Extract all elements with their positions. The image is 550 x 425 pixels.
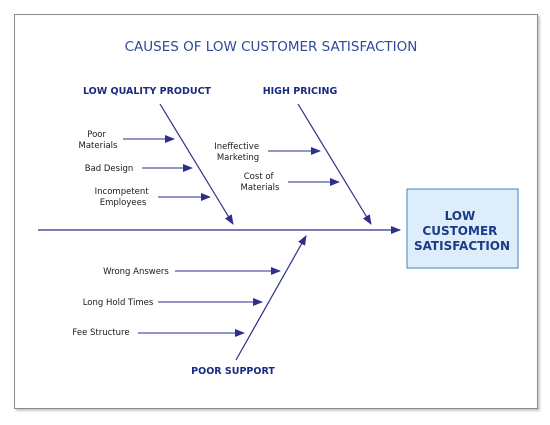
effect-label: LOW CUSTOMER SATISFACTION — [414, 209, 510, 253]
cause-label-ineffective-marketing: Ineffective Marketing — [214, 142, 262, 163]
cause-label-poor-materials: Poor Materials — [79, 130, 119, 151]
bone-poor-support — [235, 235, 307, 361]
bone-low-quality-product — [159, 103, 234, 225]
cause-label-long-hold-times: Long Hold Times — [83, 298, 154, 308]
cause-label-incompetent-employees: Incompetent Employees — [95, 187, 152, 208]
cause-label-bad-design: Bad Design — [85, 164, 134, 174]
category-label-high-pricing: HIGH PRICING — [263, 86, 338, 97]
bone-high-pricing — [297, 103, 372, 225]
diagram-title: CAUSES OF LOW CUSTOMER SATISFACTION — [125, 39, 418, 55]
category-label-poor-support: POOR SUPPORT — [191, 366, 275, 377]
effect-line: LOW — [445, 209, 476, 223]
effect-box — [406, 188, 519, 269]
cause-label-cost-of-materials: Cost of Materials — [241, 172, 281, 193]
cause-label-fee-structure: Fee Structure — [72, 328, 129, 338]
effect-line: CUSTOMER — [422, 224, 497, 238]
cause-label-wrong-answers: Wrong Answers — [103, 267, 169, 277]
category-label-low-quality-product: LOW QUALITY PRODUCT — [83, 86, 212, 97]
effect-line: SATISFACTION — [414, 239, 510, 253]
